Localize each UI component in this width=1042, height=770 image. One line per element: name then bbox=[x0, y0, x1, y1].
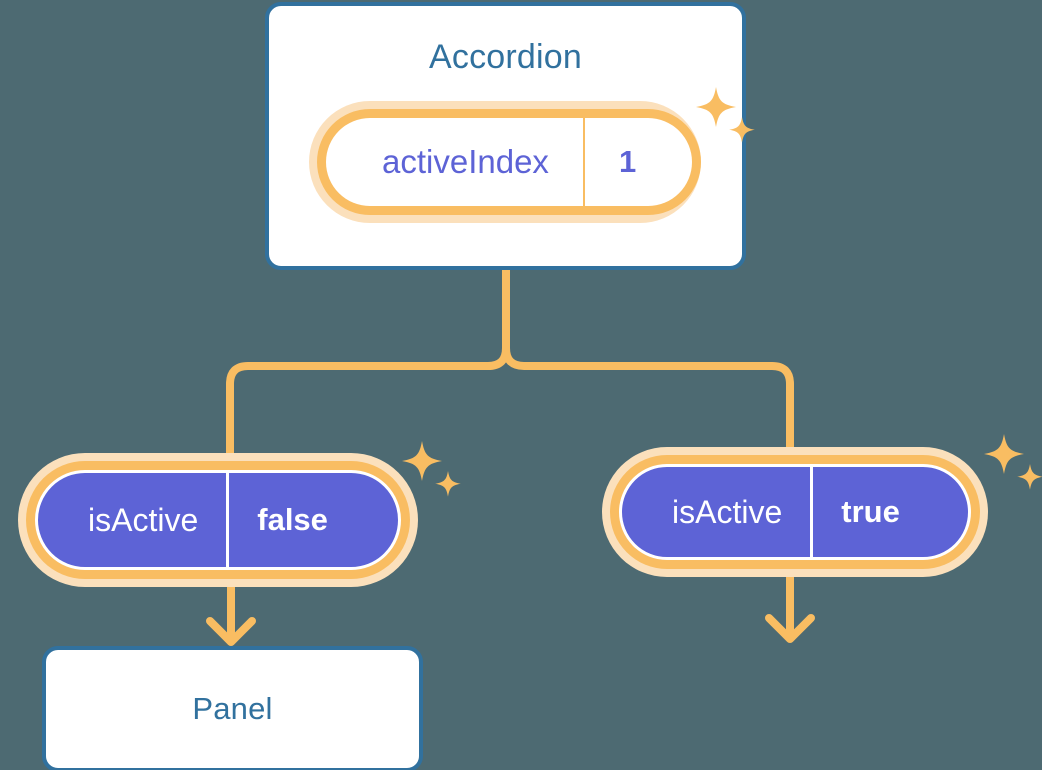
arrow-down-icon-left-head bbox=[206, 617, 256, 646]
panel-title-left: Panel bbox=[192, 691, 273, 726]
prop-pill-ring: activeIndex 1 bbox=[317, 109, 702, 215]
sparkle-icon-large bbox=[984, 434, 1024, 474]
arrow-down-icon-right-head bbox=[765, 614, 815, 643]
prop-pill-body: activeIndex 1 bbox=[326, 118, 693, 206]
sparkle-icon-right-pill bbox=[978, 430, 1042, 515]
sparkle-icon-small bbox=[435, 471, 461, 497]
prop-value-activeindex: 1 bbox=[582, 118, 692, 206]
panel-component-card-left[interactable]: Panel bbox=[42, 646, 423, 770]
prop-pill-isactive-true[interactable]: isActive true bbox=[602, 447, 988, 577]
connector-branch-left bbox=[226, 347, 510, 455]
sparkle-icon-small bbox=[1017, 464, 1042, 490]
connector-branch-right bbox=[502, 347, 794, 449]
prop-pill-activeindex[interactable]: activeIndex 1 bbox=[309, 101, 702, 223]
prop-pill-body: isActive false bbox=[35, 470, 401, 570]
prop-pill-isactive-false[interactable]: isActive false bbox=[18, 453, 418, 587]
prop-key-isactive-right: isActive bbox=[672, 493, 783, 530]
prop-key-isactive-left: isActive bbox=[88, 501, 199, 538]
prop-pill-body: isActive true bbox=[619, 464, 971, 560]
prop-pill-ring: isActive false bbox=[26, 461, 410, 579]
sparkle-icon-large bbox=[402, 441, 442, 481]
prop-pill-ring: isActive true bbox=[610, 455, 980, 569]
accordion-title: Accordion bbox=[429, 38, 582, 76]
prop-key-activeindex: activeIndex bbox=[382, 143, 549, 180]
prop-value-isactive-left: false bbox=[226, 473, 380, 567]
prop-value-isactive-right: true bbox=[810, 467, 952, 557]
